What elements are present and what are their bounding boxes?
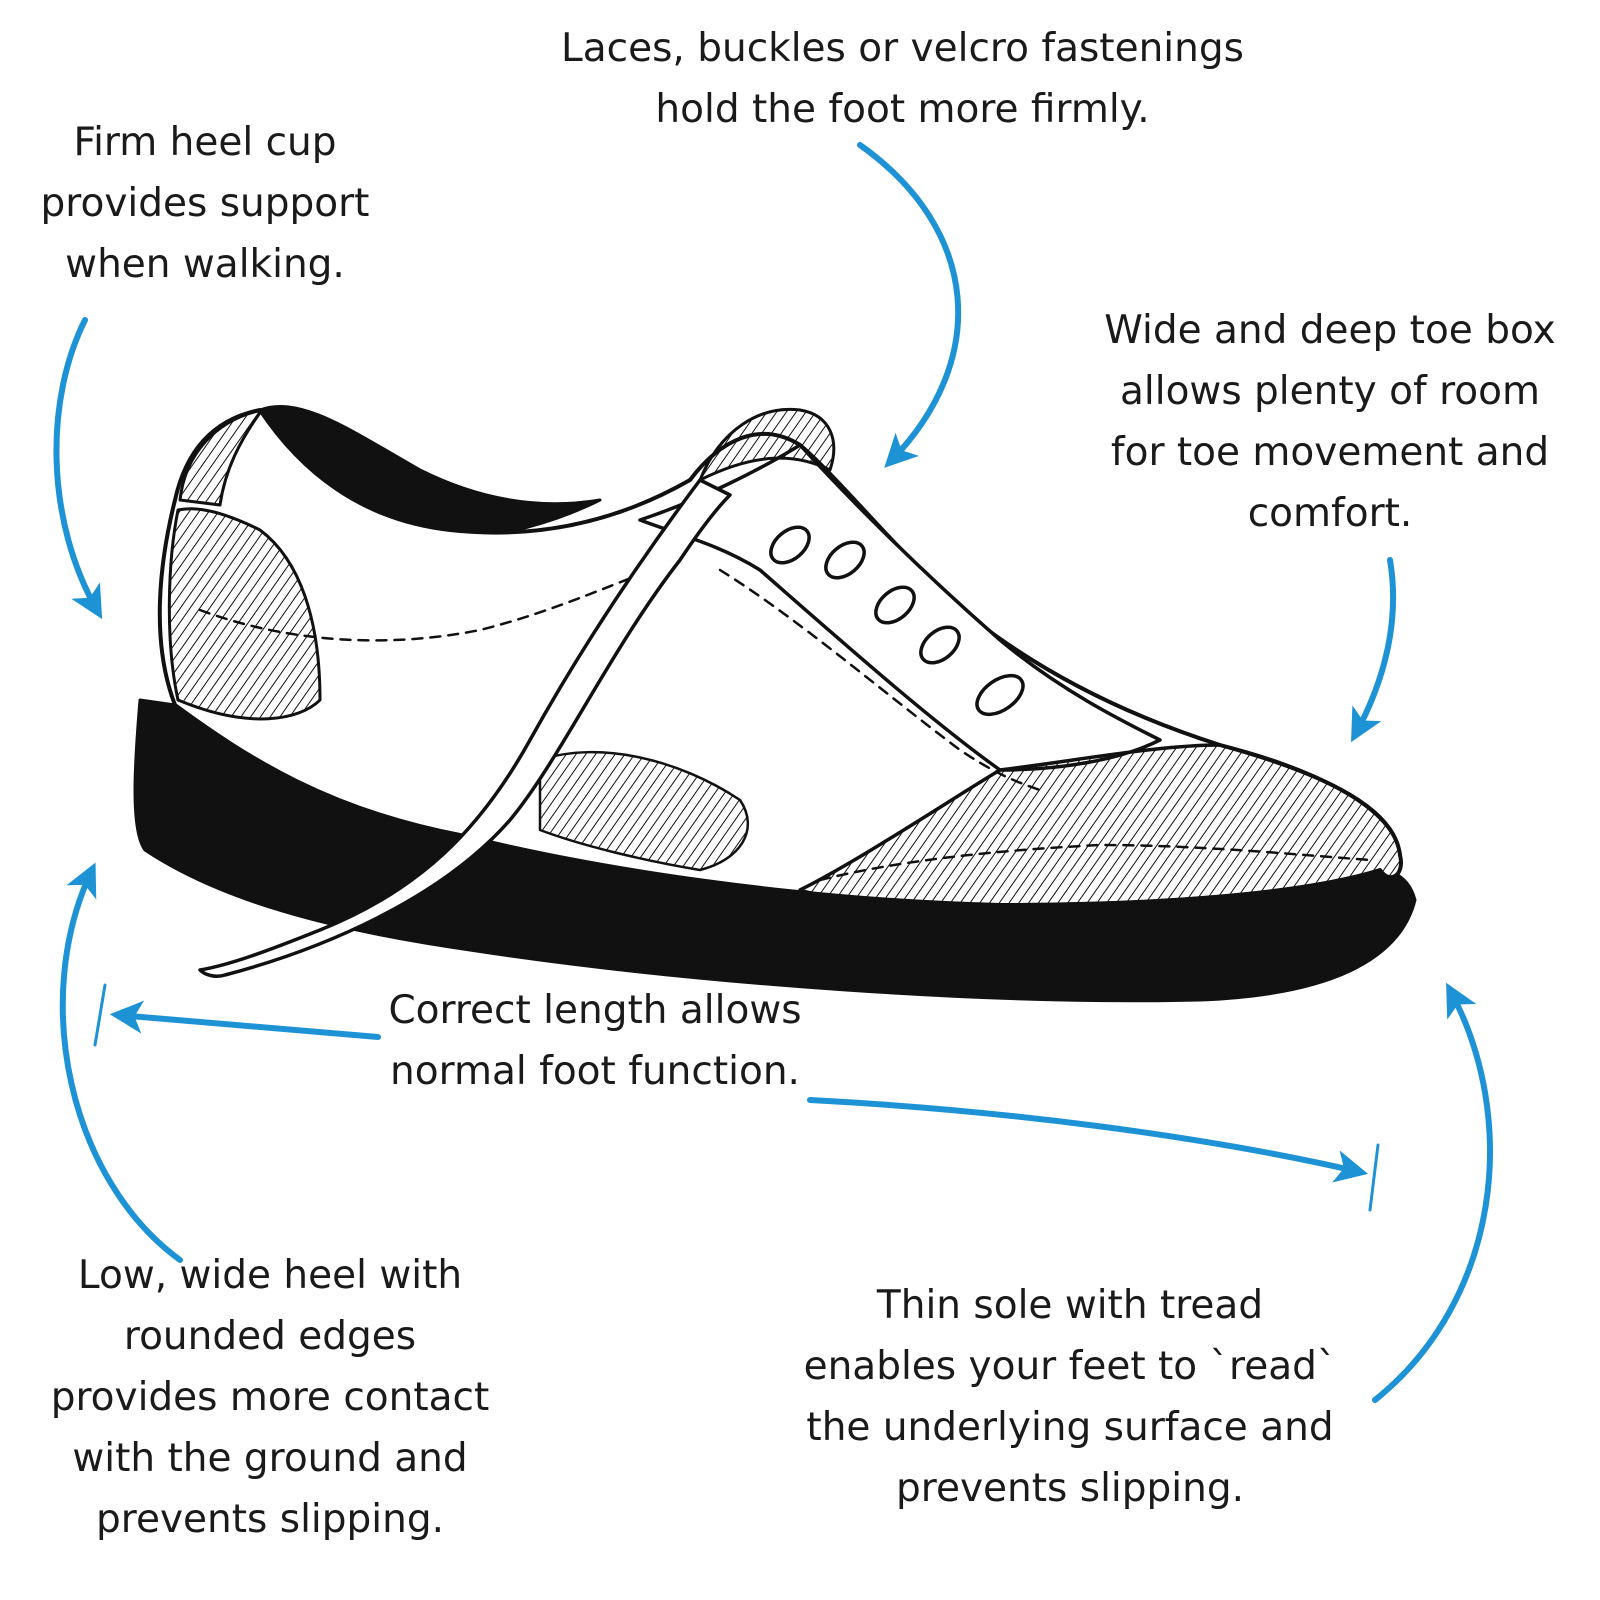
heel-base-line-5: prevents slipping. — [96, 1497, 444, 1542]
toe-box-line-2: allows plenty of room — [1120, 369, 1540, 414]
shoe-toe-cap — [798, 743, 1403, 907]
heel-base-line-2: rounded edges — [123, 1314, 417, 1359]
heel-cup-callout: Firm heel cup provides support when walk… — [20, 112, 390, 295]
heel-base-callout: Low, wide heel with rounded edges provid… — [15, 1245, 525, 1550]
heel-cup-line-2: provides support — [40, 181, 370, 226]
shoe-collar-pad — [178, 408, 264, 507]
toe-box-line-1: Wide and deep toe box — [1104, 308, 1556, 353]
sole-line-1: Thin sole with tread — [876, 1283, 1264, 1328]
fastenings-line-2: hold the foot more firmly. — [655, 87, 1150, 132]
length-line-2: normal foot function. — [390, 1049, 800, 1094]
length-tick-left — [93, 983, 107, 1047]
sole-line-4: prevents slipping. — [896, 1466, 1244, 1511]
length-line-1: Correct length allows — [388, 988, 802, 1033]
shoe-illustration — [133, 405, 1417, 1003]
shoe-side-shading — [538, 750, 750, 872]
length-tick-right — [1368, 1143, 1380, 1212]
heel-cup-line-3: when walking. — [65, 242, 345, 287]
shoe-heel-counter — [167, 507, 322, 721]
shoe-loose-lace — [198, 478, 732, 978]
shoe-tongue — [698, 407, 836, 482]
shoe-stitching — [198, 558, 1372, 882]
heel-cup-line-1: Firm heel cup — [73, 120, 337, 165]
heel-cup-arrow — [53, 317, 103, 620]
shoe-lace-loops — [769, 525, 1025, 717]
toe-box-arrow — [1351, 557, 1397, 743]
sole-callout: Thin sole with tread enables your feet t… — [790, 1275, 1350, 1519]
fastenings-callout: Laces, buckles or velcro fastenings hold… — [530, 18, 1275, 140]
length-arrow-right — [807, 1097, 1369, 1183]
callout-arrows — [53, 142, 1493, 1403]
sole-line-3: the underlying surface and — [806, 1405, 1334, 1450]
heel-base-line-3: provides more contact — [50, 1375, 490, 1420]
sole-line-2: enables your feet to `read` — [803, 1344, 1337, 1389]
length-callout: Correct length allows normal foot functi… — [375, 980, 815, 1102]
toe-box-callout: Wide and deep toe box allows plenty of r… — [1080, 300, 1580, 544]
toe-box-line-4: comfort. — [1247, 491, 1413, 536]
heel-base-line-4: with the ground and — [72, 1436, 468, 1481]
fastenings-line-1: Laces, buckles or velcro fastenings — [561, 26, 1244, 71]
fastenings-arrow — [857, 142, 962, 468]
length-arrow-left — [109, 1000, 381, 1040]
toe-box-line-3: for toe movement and — [1110, 430, 1550, 475]
sole-arrow — [1372, 982, 1493, 1403]
heel-base-arrow — [59, 862, 183, 1263]
heel-base-line-1: Low, wide heel with — [77, 1253, 463, 1298]
